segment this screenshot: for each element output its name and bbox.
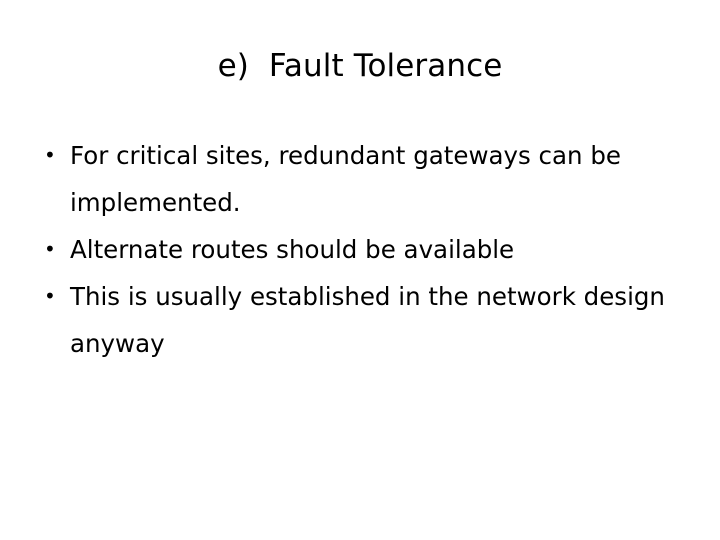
list-item-label: For critical sites, redundant gateways c…	[70, 141, 621, 217]
bullet-point-icon: •	[44, 237, 56, 261]
list-item-label: Alternate routes should be available	[70, 235, 515, 264]
list-item-label: This is usually established in the netwo…	[70, 282, 665, 358]
list-item: • This is usually established in the net…	[36, 273, 684, 367]
page-title: e) Fault Tolerance	[217, 48, 503, 84]
bullet-point-icon: •	[44, 284, 56, 308]
bullet-point-icon: •	[44, 143, 56, 167]
list-item: • Alternate routes should be available	[36, 226, 684, 273]
list-item: • For critical sites, redundant gateways…	[36, 132, 684, 226]
bullet-list: • For critical sites, redundant gateways…	[36, 132, 684, 367]
